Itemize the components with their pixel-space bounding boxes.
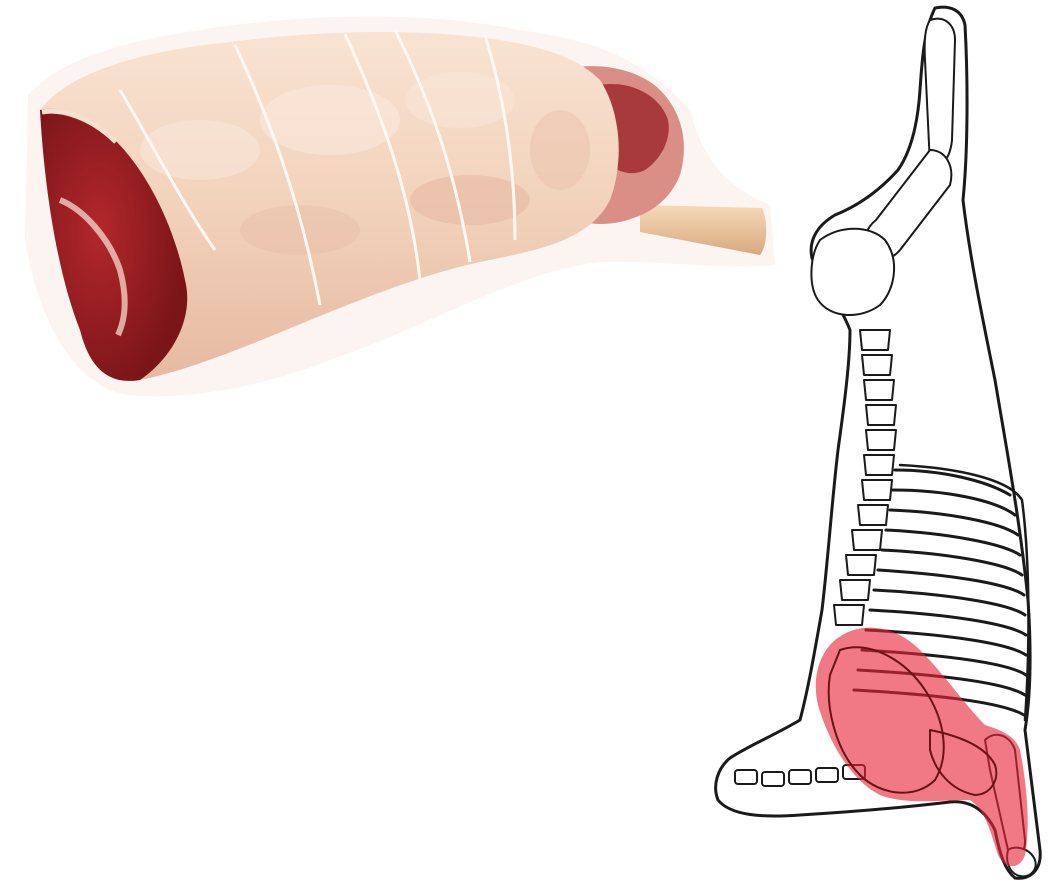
carcass-diagram — [716, 7, 1041, 878]
roast-photo — [25, 16, 775, 396]
